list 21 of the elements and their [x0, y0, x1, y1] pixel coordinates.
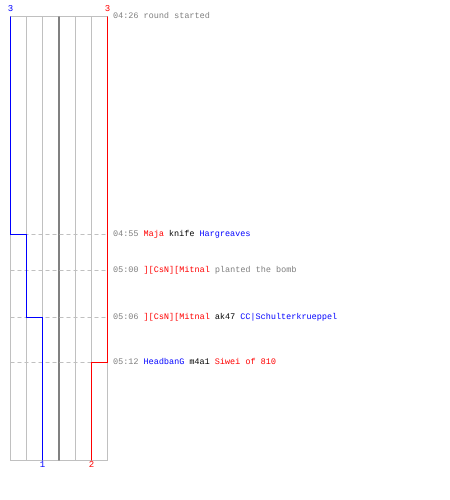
player-name: Hargreaves	[199, 229, 250, 239]
timestamp: 04:26	[113, 11, 139, 21]
event-text: round started	[144, 11, 210, 21]
event-text: planted the bomb	[214, 265, 296, 275]
player-count: 1	[40, 460, 46, 470]
timestamp: 05:06	[113, 312, 139, 322]
timestamp: 04:55	[113, 229, 139, 239]
player-name: HeadbanG	[144, 357, 184, 367]
player-count: 3	[8, 4, 14, 14]
weapon-name: ak47	[214, 312, 236, 322]
player-name: Maja	[144, 229, 164, 239]
player-name: ][CsN][Mitnal	[144, 265, 210, 275]
weapon-name: knife	[168, 229, 194, 239]
player-name: ][CsN][Mitnal	[144, 312, 210, 322]
timestamp: 05:12	[113, 357, 139, 367]
timestamp: 05:00	[113, 265, 139, 275]
player-name: CC|Schulterkrueppel	[240, 312, 338, 322]
player-name: Siwei of 810	[214, 357, 276, 367]
player-count: 2	[88, 460, 94, 470]
player-count: 3	[104, 4, 110, 14]
weapon-name: m4a1	[189, 357, 210, 367]
